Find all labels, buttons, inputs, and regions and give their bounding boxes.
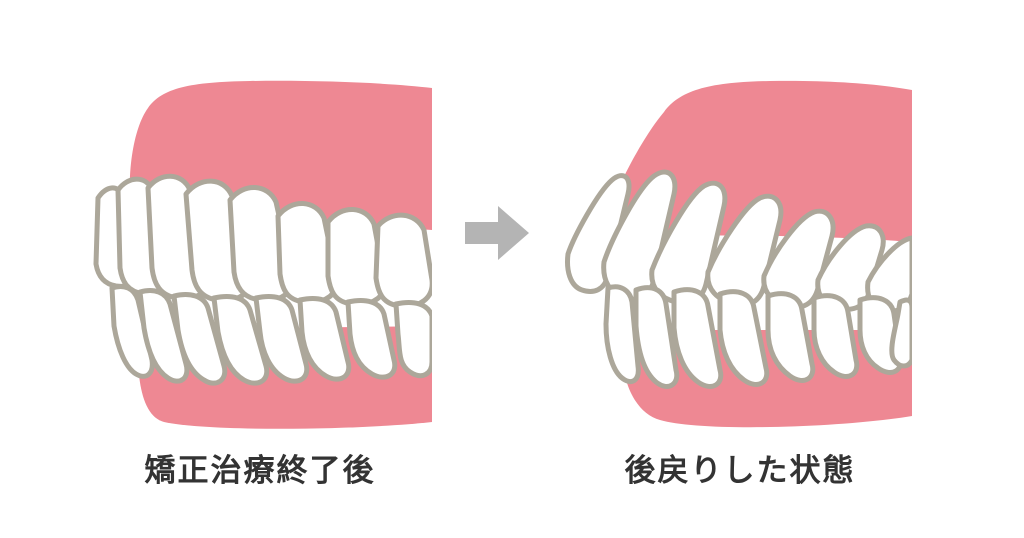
lower-teeth-group <box>109 284 432 386</box>
transition-arrow <box>462 203 532 263</box>
caption-relapsed-state: 後戻りした状態 <box>624 453 856 488</box>
lower-tooth-1 <box>109 284 155 379</box>
lower-tooth-5 <box>765 291 816 383</box>
upper-teeth-group <box>565 169 912 314</box>
caption-before-treatment: 矯正治療終了後 <box>144 453 376 488</box>
lower-teeth-group <box>603 284 912 389</box>
lower-tooth-6 <box>811 293 860 379</box>
panel-before-treatment-result: 矯正治療終了後 <box>60 0 460 538</box>
lower-tooth-6 <box>297 296 352 382</box>
dental-side-view-aligned-illustration <box>93 80 432 429</box>
panel-relapsed-result: 後戻りした状態 <box>540 0 940 538</box>
lower-tooth-4 <box>717 289 770 387</box>
lower-tooth-7 <box>345 298 398 380</box>
right-arrow-icon <box>465 206 529 260</box>
lower-tooth-4 <box>211 294 270 386</box>
lower-tooth-2 <box>633 285 680 389</box>
lower-tooth-2 <box>137 288 190 384</box>
lower-tooth-8 <box>393 300 432 379</box>
lower-tooth-3 <box>671 287 724 389</box>
upper-tooth-1 <box>565 173 632 294</box>
dental-side-view-relapsed-illustration <box>565 80 912 428</box>
lower-tooth-1 <box>603 284 641 384</box>
lower-tooth-5 <box>253 294 310 384</box>
lower-tooth-3 <box>171 292 228 386</box>
upper-teeth-group <box>93 173 432 309</box>
upper-tooth-8 <box>373 212 432 309</box>
lower-tooth-8 <box>889 297 912 369</box>
upper-gum-shape <box>598 80 912 242</box>
